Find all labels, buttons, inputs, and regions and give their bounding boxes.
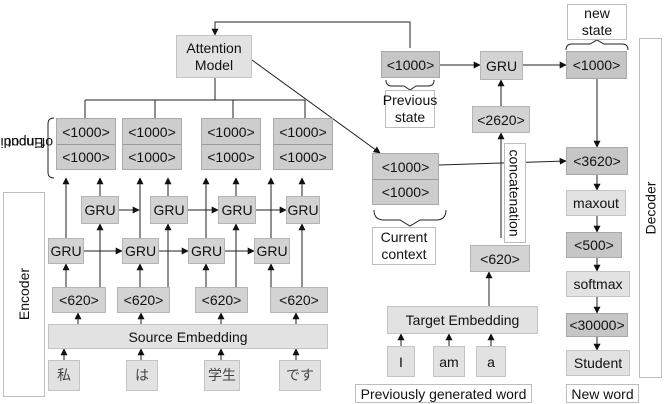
output-word-student: Student: [566, 350, 630, 376]
source-embedding: Source Embedding: [48, 324, 328, 349]
previous-state-line-1: Previous: [382, 92, 438, 109]
source-word-4: です: [279, 360, 321, 391]
current-context-stack: <1000> <1000>: [372, 153, 439, 205]
previous-state-label: Previous state: [382, 90, 438, 128]
target-embedding: Target Embedding: [387, 306, 538, 334]
backward-gru-2: GRU: [150, 196, 188, 224]
annotation-3-top: <1000>: [202, 119, 260, 145]
decoder-label: Decoder: [639, 38, 662, 378]
decoder-gru: GRU: [480, 51, 523, 80]
annotation-4-bottom: <1000>: [279, 148, 327, 165]
source-embedding-620-4: <620>: [270, 287, 328, 313]
annotation-stack-2: <1000> <1000>: [122, 118, 182, 170]
annotation-stack-3: <1000> <1000>: [201, 118, 261, 170]
previously-generated-word-label: Previously generated word: [355, 384, 532, 403]
attention-model-line-2: Model: [194, 56, 234, 73]
context-top: <1000>: [373, 154, 438, 180]
forward-gru-3: GRU: [188, 238, 225, 264]
context-bracket: [373, 209, 447, 227]
previous-state-line-2: state: [394, 109, 426, 125]
target-word-2: am: [433, 346, 465, 377]
new-state-line-1: new: [584, 5, 610, 22]
current-context-line-1: Current: [380, 229, 428, 246]
forward-gru-4: GRU: [254, 238, 290, 264]
source-word-2: は: [126, 360, 158, 391]
target-word-3: a: [476, 346, 506, 377]
output-30000: <30000>: [566, 313, 628, 337]
new-state-line-2: state: [581, 22, 613, 38]
encoding-of-input-label: Encodingof input: [0, 103, 53, 183]
annotation-1-top: <1000>: [57, 119, 115, 145]
annotation-2-bottom: <1000>: [128, 148, 176, 165]
source-embedding-620-2: <620>: [117, 287, 170, 313]
new-state-bracket: [565, 39, 629, 51]
attention-model-line-1: Attention: [186, 39, 242, 56]
annotation-stack-4: <1000> <1000>: [273, 118, 333, 170]
current-context-label: Current context: [372, 227, 436, 265]
annotation-2-top: <1000>: [123, 119, 181, 145]
maxout-box: maxout: [566, 190, 626, 216]
backward-gru-4: GRU: [286, 196, 320, 224]
encoding-of-input-line-2: of input: [7, 135, 54, 152]
attention-to-context-arrow: [251, 59, 381, 154]
concatenation-label: concatenation: [504, 143, 526, 243]
encoder-label: Encoder: [3, 192, 45, 397]
encoding-bracket: [47, 117, 55, 179]
annotation-stack-1: <1000> <1000>: [56, 118, 116, 170]
forward-gru-1: GRU: [48, 238, 84, 264]
new-state-box: <1000>: [566, 51, 627, 79]
target-word-1: I: [387, 346, 415, 377]
source-embedding-620-1: <620>: [52, 287, 106, 313]
annotation-3-bottom: <1000>: [207, 148, 255, 165]
softmax-box: softmax: [566, 271, 630, 297]
new-state-label: new state: [567, 4, 627, 40]
output-3620: <3620>: [566, 147, 628, 175]
state-bracket: [385, 79, 435, 91]
concatenation-2620: <2620>: [472, 106, 530, 133]
source-embedding-620-3: <620>: [195, 287, 248, 313]
new-word-label: New word: [566, 384, 639, 403]
attention-model-box: Attention Model: [176, 35, 252, 78]
current-context-line-2: context: [381, 246, 427, 262]
output-500: <500>: [566, 232, 622, 258]
annotation-1-bottom: <1000>: [62, 148, 110, 165]
backward-gru-1: GRU: [81, 196, 119, 224]
target-embedding-620: <620>: [470, 245, 530, 272]
previous-state-box: <1000>: [381, 51, 440, 78]
source-word-3: 学生: [204, 360, 240, 391]
source-word-1: 私: [48, 360, 80, 391]
forward-gru-2: GRU: [122, 238, 159, 264]
state-to-attention-arrow: [211, 21, 411, 48]
annotation-4-top: <1000>: [274, 119, 332, 145]
context-bottom: <1000>: [381, 183, 430, 200]
backward-gru-3: GRU: [218, 196, 256, 224]
